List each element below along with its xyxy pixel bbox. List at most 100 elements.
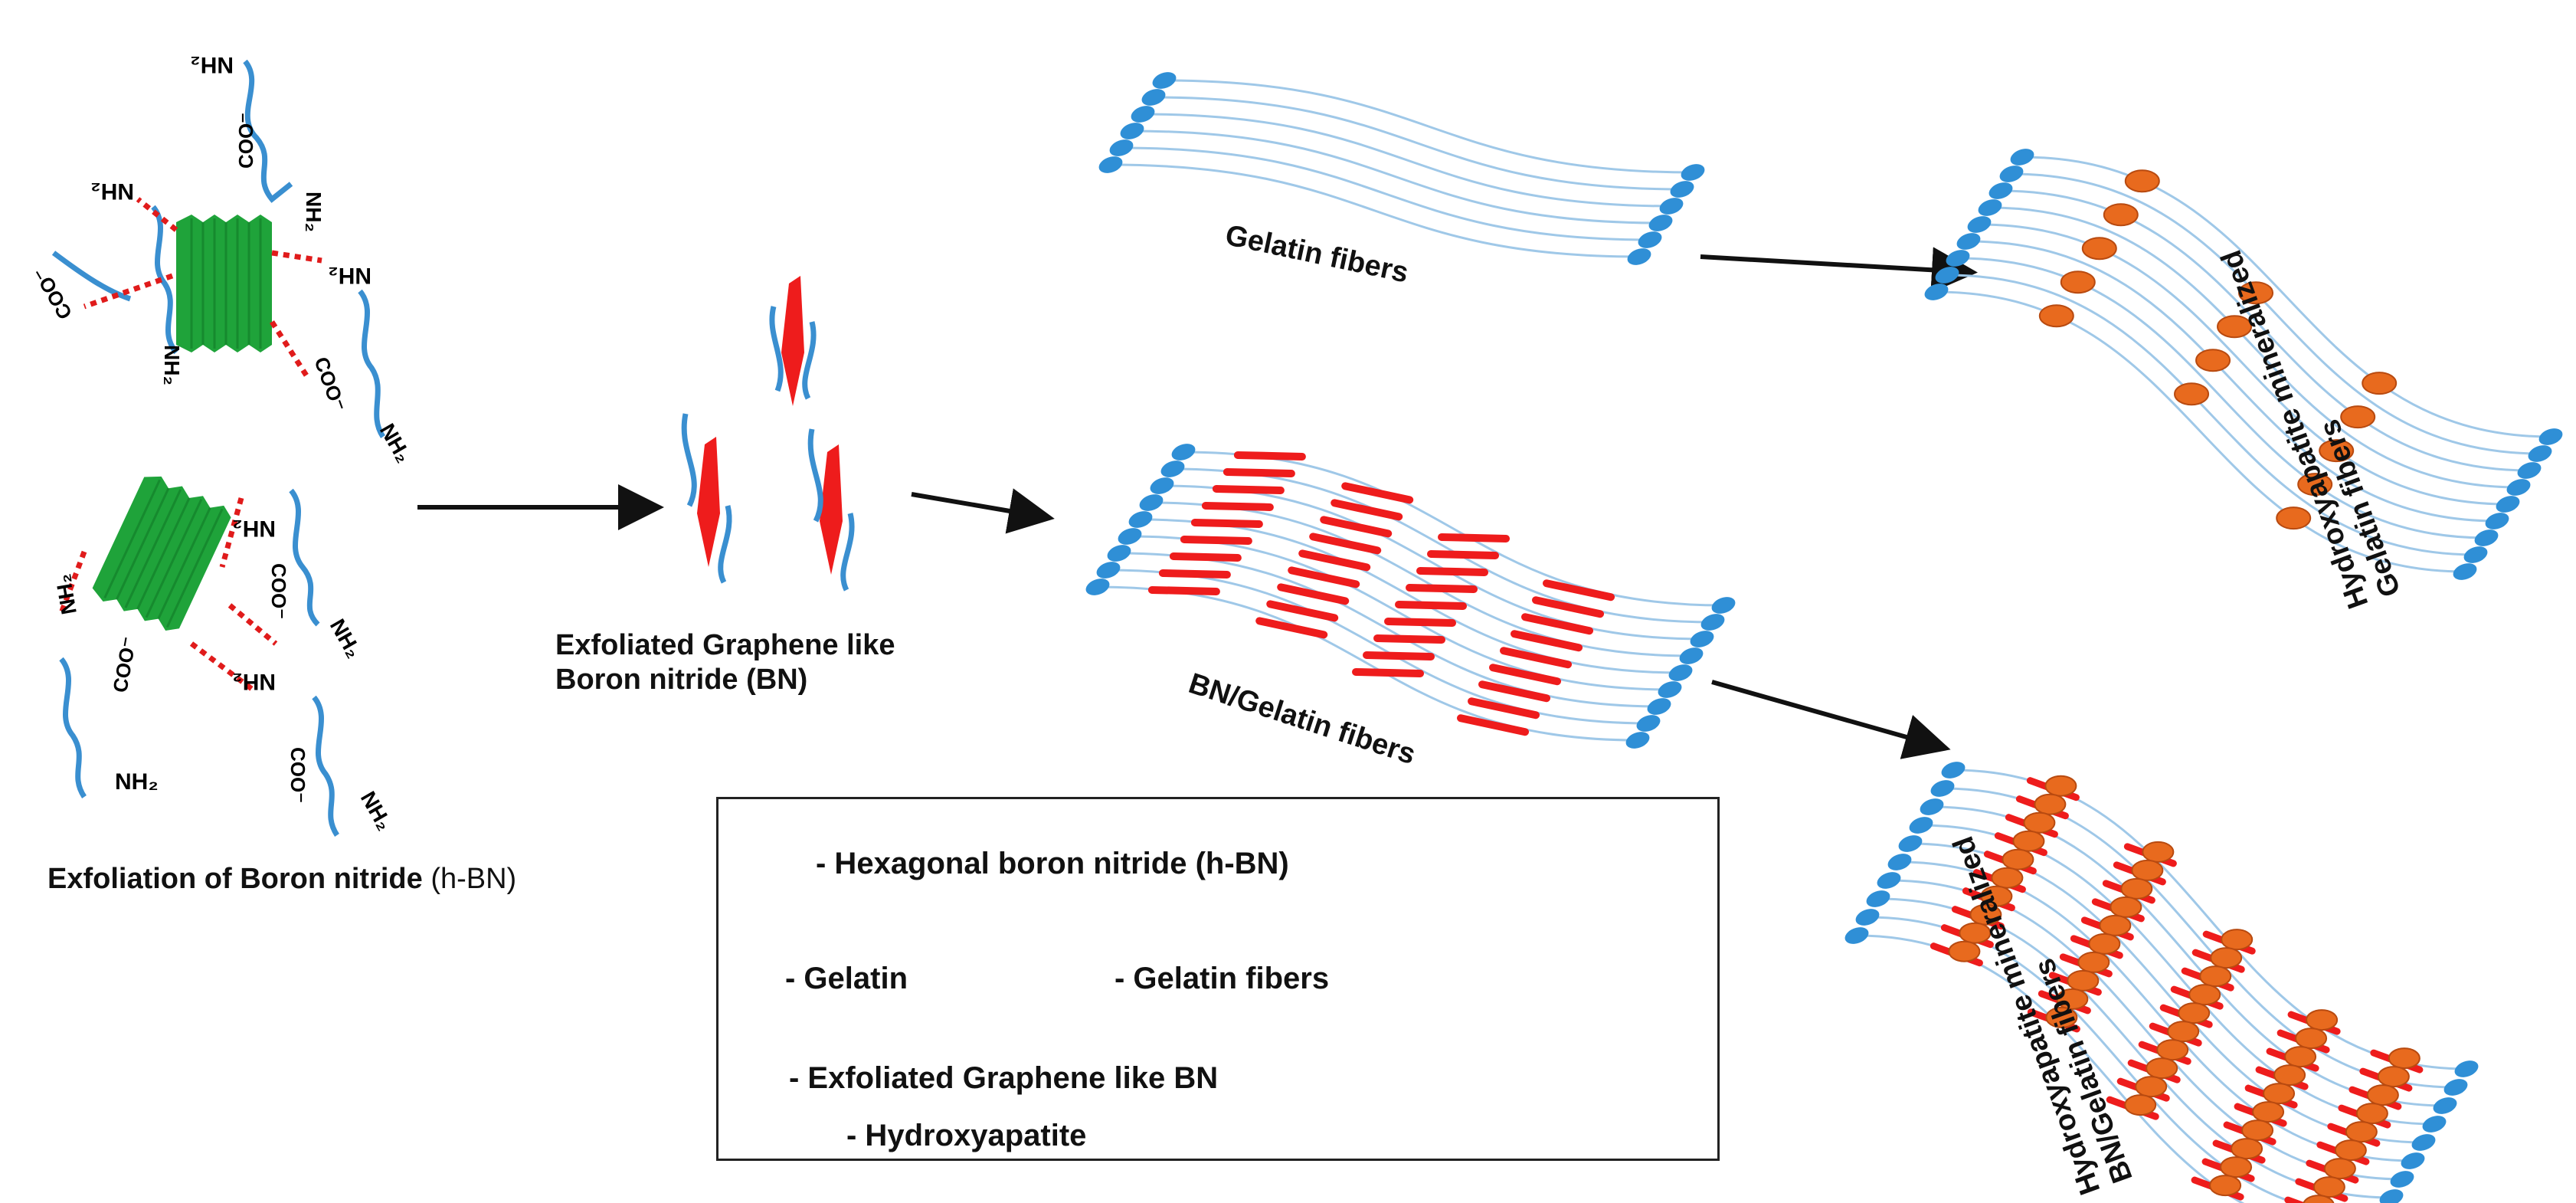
hydroxyapatite-particle <box>1959 922 1992 944</box>
fiber-end <box>2496 496 2520 513</box>
hbn-stack-top <box>176 215 272 352</box>
nh2-label: NH₂ <box>328 263 372 288</box>
bn-sheet <box>1169 552 1242 562</box>
fiber-end <box>1935 267 1959 284</box>
hydroxyapatite-particle <box>2217 315 2253 339</box>
coo-label: COO⁻ <box>309 354 350 415</box>
fiber-end <box>1956 233 1981 250</box>
hydroxyapatite-particle <box>2135 1076 2168 1098</box>
legend-box <box>716 797 1720 1161</box>
nh2-label: NH₂ <box>232 516 276 541</box>
coo-label: COO⁻ <box>29 264 77 323</box>
fiber-end <box>1131 106 1155 123</box>
fiber-end <box>1668 664 1693 681</box>
fiber-end <box>2401 1152 2425 1169</box>
fiber-end <box>1139 494 1164 511</box>
fiber-line <box>1172 467 1714 624</box>
fiber-line <box>1979 223 2509 506</box>
hydroxyapatite-particle <box>1991 867 2024 889</box>
fiber-end <box>1120 123 1144 139</box>
fiber-line <box>2011 172 2541 455</box>
label-exfoliated-bn: Exfoliated Graphene like Boron nitride (… <box>555 628 895 697</box>
gelatin-strand <box>312 695 340 837</box>
fiber-line <box>1118 552 1660 708</box>
bn-sheet <box>1277 583 1350 605</box>
fiber-end <box>1877 872 1901 889</box>
hydroxyapatite-particle <box>2045 1006 2078 1028</box>
bn-sheet <box>1190 518 1263 528</box>
bn-sheet <box>1500 647 1573 669</box>
bn-sheet <box>1352 667 1425 677</box>
bn-sheet <box>1438 533 1511 542</box>
hbn-cluster-top: NH₂ NH₂ COO⁻ NH₂ NH₂ COO⁻ NH₂ COO⁻ NH₂ <box>29 52 416 467</box>
fiber-line <box>2000 189 2530 472</box>
coo-label: COO⁻ <box>234 113 257 169</box>
hydroxyapatite-particle <box>2044 775 2077 797</box>
bn-sheet <box>1468 697 1540 720</box>
fiber-end <box>1690 631 1714 647</box>
fiber-end <box>1638 231 1662 248</box>
fiber-end <box>2453 563 2477 580</box>
hydroxyapatite-particle <box>2210 947 2243 969</box>
hydroxyapatite-particle <box>2334 1139 2367 1162</box>
hydroxyapatite-particle <box>2323 1158 2356 1180</box>
bn-sheet <box>1288 566 1360 588</box>
hydroxyapatite-particle <box>2067 969 2100 992</box>
hydroxyapatite-particle <box>2263 1083 2296 1105</box>
bn-gelatin-fibers-bundle <box>1085 444 1736 749</box>
fiber-line <box>1164 79 1694 174</box>
fiber-end <box>1152 72 1177 89</box>
fiber-end <box>2433 1097 2457 1114</box>
hydroxyapatite-particle <box>2306 1009 2339 1031</box>
fiber-end <box>1150 477 1174 494</box>
hydroxyapatite-particle <box>2131 859 2164 881</box>
hbn-cluster-bottom: NH₂ COO⁻ NH₂ NH₂ COO⁻ NH₂ NH₂ COO⁻ NH₂ <box>51 476 397 837</box>
fiber-end <box>1658 681 1682 698</box>
fiber-end <box>2463 546 2488 563</box>
hydroxyapatite-particle <box>2124 1094 2157 1116</box>
fiber-line <box>1968 240 2498 523</box>
hydroxyapatite-particle <box>2388 1047 2421 1070</box>
fiber-end <box>2411 1134 2436 1151</box>
fiber-end <box>1118 528 1142 545</box>
hydroxyapatite-particle <box>2081 237 2117 261</box>
hydroxyapatite-particle <box>2195 349 2231 372</box>
hydroxyapatite-particle <box>2088 933 2121 955</box>
coo-label: COO⁻ <box>108 635 140 694</box>
bn-sheet <box>1521 613 1594 635</box>
bn-sheet <box>1147 585 1220 595</box>
hydroxyapatite-particle <box>2209 1175 2242 1197</box>
hydroxyapatite-particle <box>2362 372 2398 395</box>
hydroxyapatite-particle <box>2303 1195 2335 1203</box>
fiber-end <box>1967 216 1992 233</box>
fiber-line <box>1097 585 1638 742</box>
hydroxyapatite-particle <box>2174 382 2210 406</box>
fiber-end <box>1160 461 1185 477</box>
fiber-end <box>1627 248 1651 265</box>
hydroxyapatite-particle <box>2103 203 2139 227</box>
hydroxyapatite-particle <box>2252 1101 2285 1123</box>
legend-hbn-label: - Hexagonal boron nitride (h-BN) <box>816 847 1289 880</box>
bn-sheet <box>1416 566 1489 576</box>
hydroxyapatite-particle <box>2002 848 2034 870</box>
fiber-end <box>2443 1079 2468 1096</box>
hydroxyapatite-particle <box>2120 877 2153 900</box>
fiber-end <box>1700 614 1725 631</box>
process-arrow <box>1700 247 1978 293</box>
bn-sheet <box>1427 549 1500 559</box>
bn-sheet <box>1212 484 1285 494</box>
hydroxyapatite-particle <box>2110 896 2142 918</box>
fiber-end <box>1999 166 2024 182</box>
fiber-line <box>1142 113 1672 208</box>
fiber-end <box>1930 780 1955 797</box>
fiber-line <box>1957 257 2487 539</box>
label-exfoliated-bn-line2: Boron nitride (BN) <box>555 663 808 696</box>
nh2-label: NH₂ <box>302 192 326 232</box>
fiber-end <box>2390 1171 2414 1188</box>
bn-sheet <box>1363 651 1435 661</box>
bn-sheet <box>1320 516 1393 538</box>
fiber-end <box>1946 250 1970 267</box>
coo-label: COO⁻ <box>286 747 309 803</box>
fiber-line <box>1153 96 1683 191</box>
nh2-label: NH₂ <box>190 52 234 77</box>
